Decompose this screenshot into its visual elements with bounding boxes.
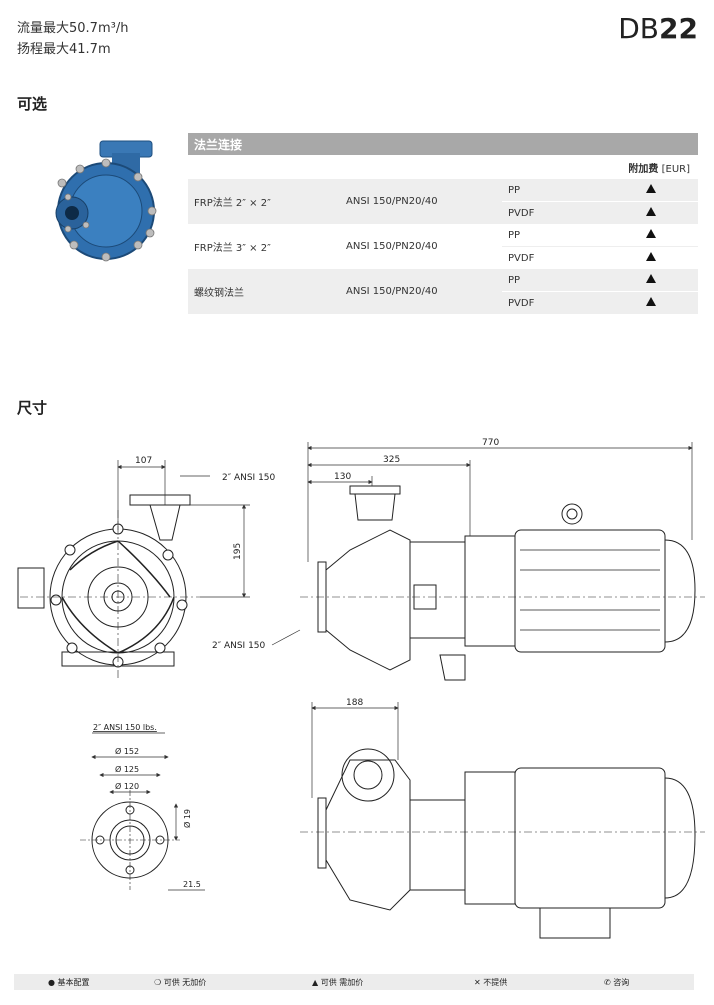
material: PP xyxy=(508,229,521,241)
dim-325: 325 xyxy=(383,455,400,465)
material: PP xyxy=(508,184,521,196)
flange-options-table: 法兰连接 附加费 [EUR] FRP法兰 2″ × 2″ ANSI 150/PN… xyxy=(188,133,698,314)
triangle-icon xyxy=(646,297,656,306)
dimensions-section-title: 尺寸 xyxy=(17,399,48,417)
legend-item: ✆ 咨询 xyxy=(604,977,629,988)
legend-label: 可供 需加价 xyxy=(320,978,364,987)
ansi-top-label: 2″ ANSI 150 xyxy=(222,473,276,483)
dim-d152: Ø 152 xyxy=(115,746,139,756)
legend-label: 可供 无加价 xyxy=(163,978,207,987)
surcharge-symbol xyxy=(604,179,698,202)
front-view-drawing xyxy=(17,494,200,680)
table-row: 螺纹钢法兰 ANSI 150/PN20/40 PP xyxy=(188,269,698,299)
flange-detail-drawing xyxy=(80,790,180,890)
flange-standard: ANSI 150/PN20/40 xyxy=(346,196,438,207)
triangle-icon xyxy=(646,207,656,216)
dim-d125: Ø 125 xyxy=(115,764,139,774)
filled-circle-icon: ● xyxy=(48,978,55,987)
flange-standard: ANSI 150/PN20/40 xyxy=(346,241,438,252)
model-prefix: DB xyxy=(618,12,660,45)
bottom-view-drawing xyxy=(300,748,705,939)
legend-label: 咨询 xyxy=(613,978,630,987)
dim-21-5: 21.5 xyxy=(183,880,201,889)
flange-standard: ANSI 150/PN20/40 xyxy=(346,286,438,297)
ansi-left-label: 2″ ANSI 150 xyxy=(212,641,266,651)
model-title: DB22 xyxy=(618,12,698,45)
material: PVDF xyxy=(508,252,535,264)
flange-name: FRP法兰 2″ × 2″ xyxy=(194,198,271,209)
cross-icon: ✕ xyxy=(474,978,481,987)
side-view-drawing xyxy=(300,485,705,681)
open-circle-icon: ❍ xyxy=(154,978,162,987)
flange-name: FRP法兰 3″ × 2″ xyxy=(194,243,271,254)
surcharge-header: 附加费 [EUR] xyxy=(604,155,698,179)
material: PVDF xyxy=(502,201,604,224)
dim-130: 130 xyxy=(334,472,351,482)
flange-name: 螺纹钢法兰 xyxy=(194,288,244,299)
options-section-title: 可选 xyxy=(17,95,48,113)
surcharge-symbol xyxy=(604,291,698,314)
table-row: FRP法兰 2″ × 2″ ANSI 150/PN20/40 PP xyxy=(188,179,698,209)
dimension-drawings: 107 770 325 130 195 188 2″ ANSI 150 2″ A… xyxy=(17,438,705,939)
max-flow-text: 流量最大50.7m³/h xyxy=(17,21,129,36)
legend-item: ❍ 可供 无加价 xyxy=(154,977,206,988)
flange-table-title: 法兰连接 xyxy=(188,133,698,155)
material: PP xyxy=(508,274,521,286)
legend-label: 基本配置 xyxy=(57,978,90,987)
dim-188: 188 xyxy=(346,698,363,708)
legend-item: ✕ 不提供 xyxy=(474,977,507,988)
legend-bar: ● 基本配置 ❍ 可供 无加价 ▲ 可供 需加价 ✕ 不提供 ✆ 咨询 xyxy=(14,974,694,990)
pump-photo xyxy=(55,140,157,262)
legend-label: 不提供 xyxy=(483,978,508,987)
currency-label: [EUR] xyxy=(661,163,690,175)
model-number: 22 xyxy=(659,12,698,45)
triangle-icon xyxy=(646,252,656,261)
flange-detail-title: 2″ ANSI 150 lbs. xyxy=(93,723,157,732)
surcharge-label: 附加费 xyxy=(628,163,659,175)
dim-d120: Ø 120 xyxy=(115,781,139,791)
surcharge-symbol xyxy=(604,247,698,270)
triangle-icon xyxy=(646,274,656,283)
triangle-icon xyxy=(646,184,656,193)
phone-icon: ✆ xyxy=(604,978,611,987)
surcharge-symbol xyxy=(604,269,698,292)
dim-d19: Ø 19 xyxy=(182,809,192,828)
dim-770: 770 xyxy=(482,438,499,448)
legend-item: ▲ 可供 需加价 xyxy=(312,977,363,988)
table-row: FRP法兰 3″ × 2″ ANSI 150/PN20/40 PP xyxy=(188,224,698,254)
surcharge-symbol xyxy=(604,224,698,247)
max-head-text: 扬程最大41.7m xyxy=(17,42,111,57)
material: PVDF xyxy=(502,291,604,314)
dim-195: 195 xyxy=(233,543,243,560)
triangle-icon: ▲ xyxy=(312,978,319,987)
legend-item: ● 基本配置 xyxy=(48,977,90,988)
surcharge-symbol xyxy=(604,201,698,224)
triangle-icon xyxy=(646,229,656,238)
dim-107: 107 xyxy=(135,456,152,466)
